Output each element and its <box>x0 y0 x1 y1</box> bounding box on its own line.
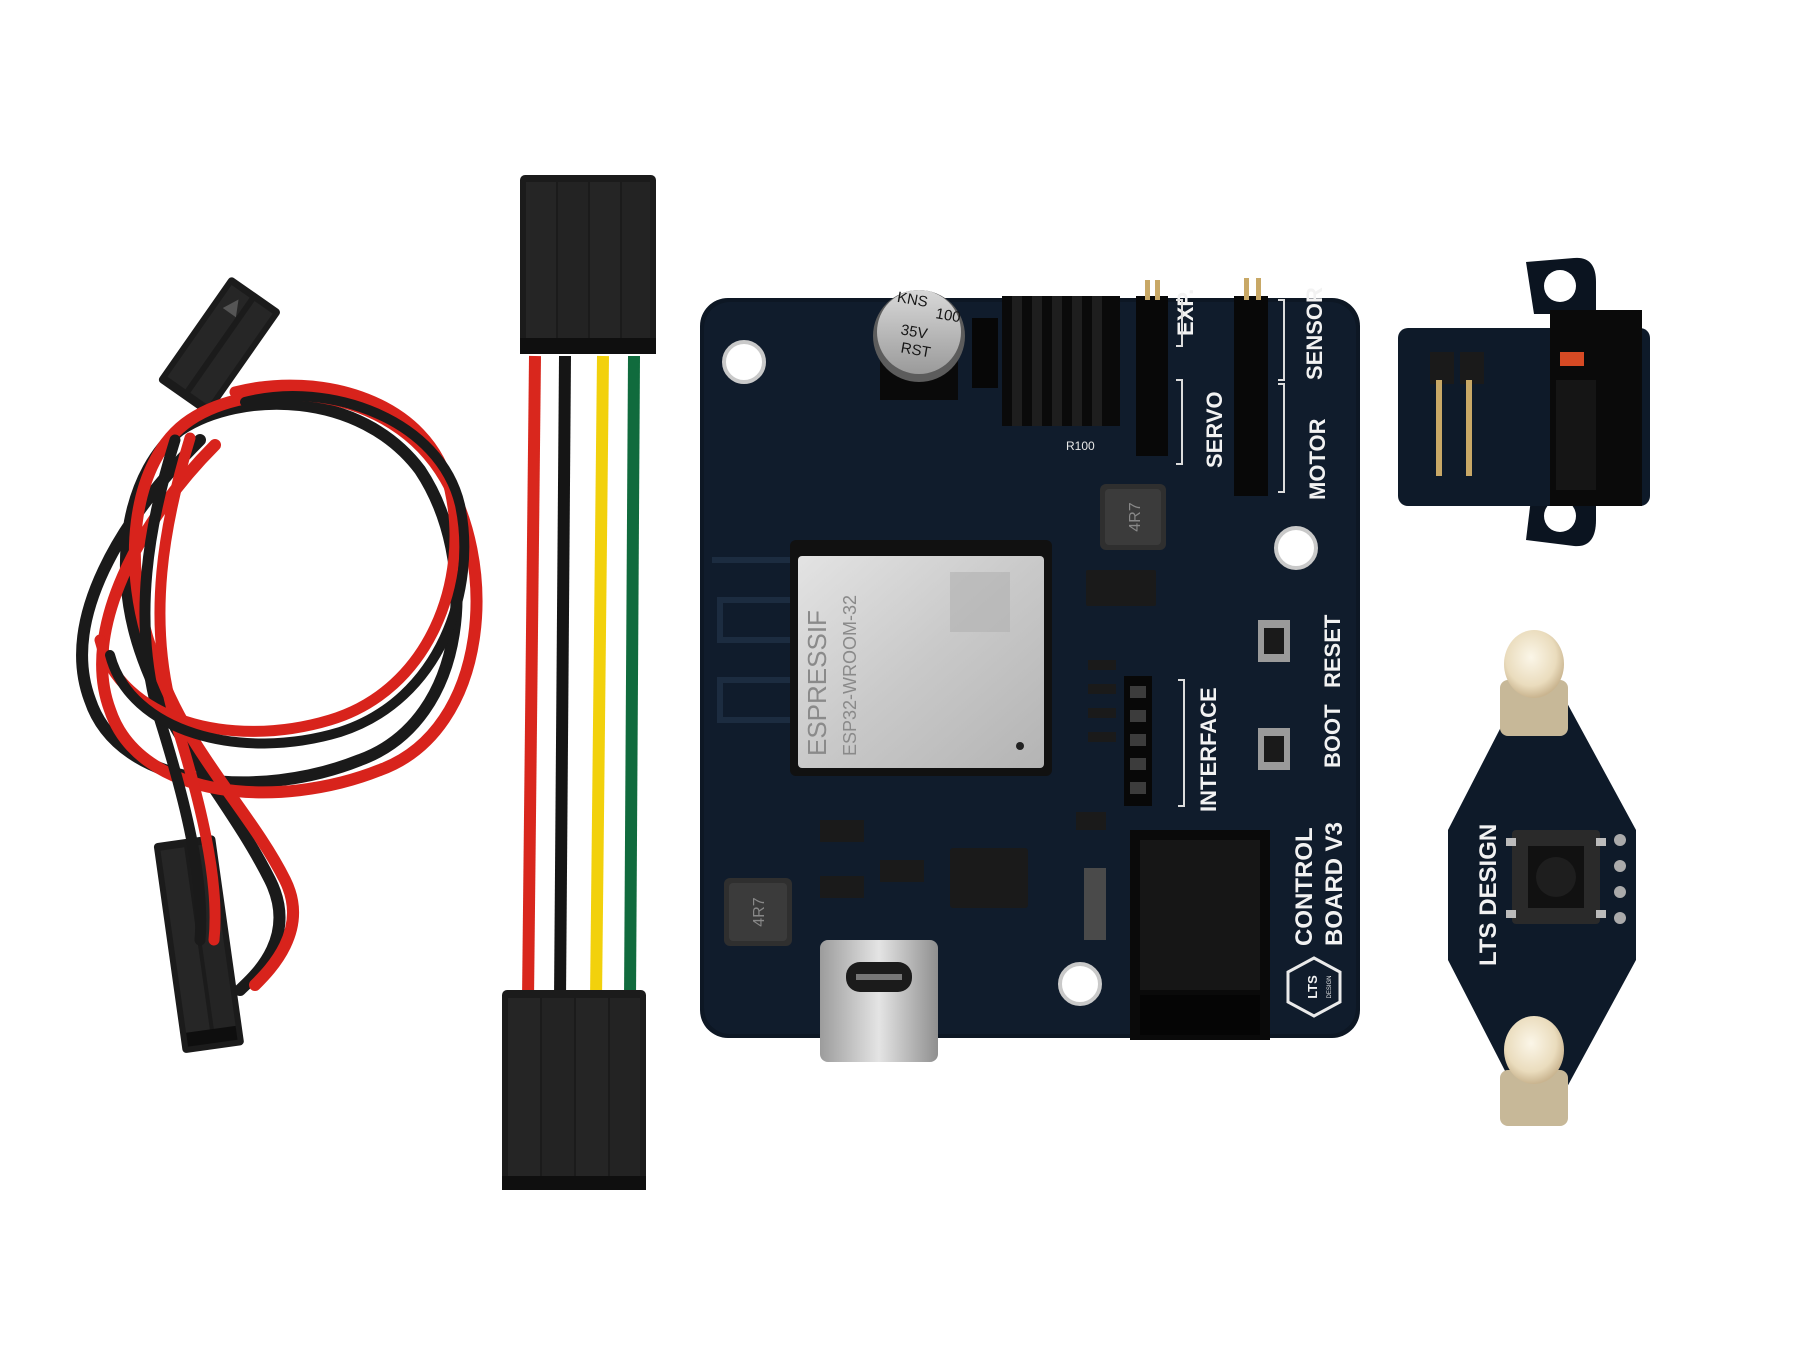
led-top <box>1500 630 1568 736</box>
label-interface: INTERFACE <box>1196 687 1221 812</box>
lts-logo: LTS DESIGN <box>1286 956 1342 1018</box>
led-module: LTS DESIGN <box>1448 630 1636 1126</box>
tactile-button <box>1506 830 1606 924</box>
pin-holes <box>1614 834 1626 924</box>
heatsink <box>1002 296 1120 426</box>
capacitor-label-line3: 35V <box>899 321 928 342</box>
mounting-hole-bottom <box>1058 962 1102 1006</box>
capacitor-label-line4: RST <box>899 339 931 361</box>
inductor-top: 4R7 <box>1100 484 1166 550</box>
dc-barrel-jack <box>1130 830 1270 1040</box>
label-servo: SERVO <box>1202 391 1227 468</box>
endstop-sensor-module <box>1398 257 1650 547</box>
servo-pin-header <box>1136 280 1168 456</box>
led-bottom <box>1500 1016 1568 1126</box>
motor-sensor-pin-header <box>1234 278 1268 496</box>
top-4pin-connector <box>520 175 656 354</box>
label-sensor: SENSOR <box>1302 287 1327 380</box>
mounting-hole-top-left <box>722 340 766 384</box>
top-dupont-connector <box>158 277 280 415</box>
label-motor: MOTOR <box>1305 418 1330 500</box>
two-wire-cable <box>76 277 483 1053</box>
usb-c-port <box>820 940 938 1062</box>
esp32-module: ESPRESSIF ESP32-WROOM-32 <box>790 540 1052 776</box>
label-exp: EXP. <box>1173 289 1198 336</box>
inductor-bottom: 4R7 <box>724 878 792 946</box>
boot-button <box>1258 728 1290 770</box>
label-reset: RESET <box>1320 614 1345 688</box>
capacitor-label-line1: KNS <box>896 289 929 311</box>
label-control: CONTROL <box>1291 827 1318 946</box>
led-module-label: LTS DESIGN <box>1475 824 1502 966</box>
logo-text-design: DESIGN <box>1327 975 1333 998</box>
control-board: KNS 100 35V RST EXP. <box>700 278 1360 1062</box>
mounting-hole-right <box>1274 526 1318 570</box>
reset-button <box>1258 620 1290 662</box>
resistor-label: R100 <box>1066 439 1095 453</box>
module-brand-label: ESPRESSIF <box>802 610 832 756</box>
smd-components <box>820 570 1156 940</box>
label-boot: BOOT <box>1320 704 1345 768</box>
inductor-bottom-label: 4R7 <box>751 897 768 926</box>
electrolytic-capacitor: KNS 100 35V RST <box>873 289 965 400</box>
inductor-top-label: 4R7 <box>1127 502 1144 531</box>
four-wire-cable <box>502 175 656 1190</box>
label-board-v3: BOARD V3 <box>1321 822 1348 946</box>
module-model-label: ESP32-WROOM-32 <box>840 595 860 756</box>
logo-text-lts: LTS <box>1305 975 1320 999</box>
interface-pin-header <box>1124 676 1152 806</box>
capacitor-label-line2: 100 <box>934 305 962 326</box>
smd-chip-left-of-heatsink <box>972 318 998 388</box>
bottom-4pin-connector <box>502 990 646 1190</box>
